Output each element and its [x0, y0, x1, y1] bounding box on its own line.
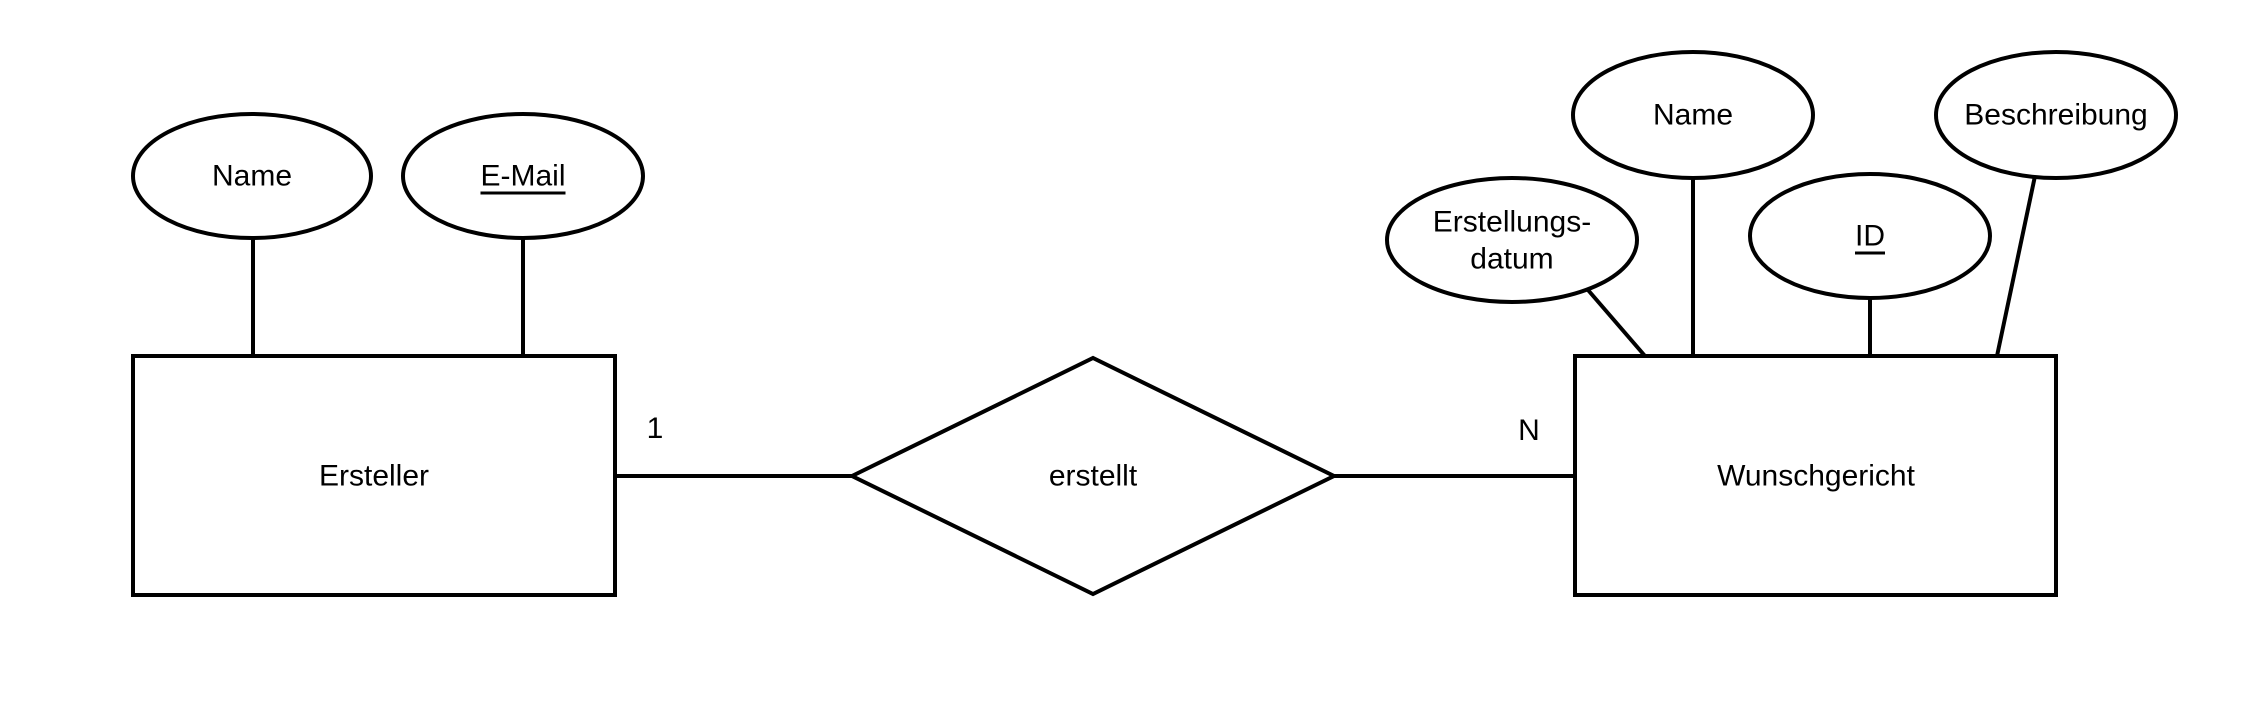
attribute-name-left-label: Name: [212, 160, 292, 193]
attribute-email-label: E-Mail: [480, 160, 565, 193]
entity-ersteller-label: Ersteller: [319, 460, 429, 493]
attribute-name-left-ellipse: [131, 112, 373, 240]
cardinality-n-label: N: [1518, 414, 1540, 447]
entity-wunschgericht-rect: [1573, 354, 2058, 597]
connector-erstellungsdatum-to-wunschgericht: [1586, 288, 1647, 358]
attribute-name-right-label: Name: [1653, 99, 1733, 132]
cardinality-1-label: 1: [647, 412, 664, 445]
entity-ersteller-rect: [131, 354, 617, 597]
relationship-erstellt-label: erstellt: [1049, 460, 1138, 493]
attribute-erstellungsdatum-label-line2: datum: [1470, 243, 1553, 276]
attribute-beschreibung-label: Beschreibung: [1964, 99, 2147, 132]
attribute-erstellungsdatum-label-line1: Erstellungs-: [1433, 206, 1591, 239]
attribute-beschreibung-ellipse: [1934, 50, 2178, 180]
attribute-name-right-ellipse: [1571, 50, 1815, 180]
attribute-erstellungsdatum-ellipse: [1385, 176, 1639, 304]
attribute-id-label: ID: [1855, 220, 1885, 253]
entity-wunschgericht-label: Wunschgericht: [1717, 460, 1916, 493]
attribute-id-ellipse: [1748, 172, 1992, 300]
connector-beschreibung-to-wunschgericht: [1995, 175, 2037, 357]
attribute-email-ellipse: [401, 112, 645, 240]
relationship-erstellt-diamond: [847, 355, 1339, 597]
